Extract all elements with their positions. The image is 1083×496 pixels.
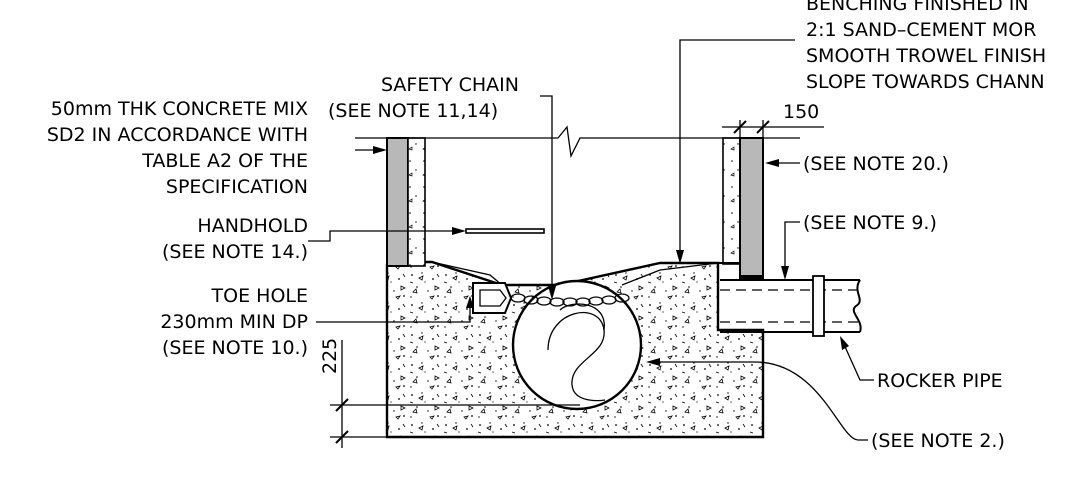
left-wall-rendered-layer [386,137,409,267]
channel-pipe [511,279,643,411]
benching-note-line-4: SLOPE TOWARDS CHANN [806,71,1045,93]
dimension-150: 150 [783,101,819,123]
note-9-label: (SEE NOTE 9.) [803,212,937,234]
concrete-note-line-1: 50mm THK CONCRETE MIX [51,98,308,120]
right-wall-rendered-layer [739,137,764,279]
rocker-pipe-label: ROCKER PIPE [877,370,1003,392]
benching-note-line-1: BENCHING FINISHED IN [806,0,1029,15]
handhold-label: HANDHOLD [197,215,308,237]
benching-note-line-3: SMOOTH TROWEL FINISH [806,45,1046,67]
concrete-note-line-3: TABLE A2 OF THE [141,150,308,172]
safety-chain-note: (SEE NOTE 11,14) [328,100,498,122]
handhold-note: (SEE NOTE 14.) [162,241,308,263]
concrete-note-line-2: SD2 IN ACCORDANCE WITH [47,124,308,146]
safety-chain [510,293,630,307]
toe-hole-depth: 230mm MIN DP [160,311,308,333]
concrete-note-line-4: SPECIFICATION [166,176,308,198]
toe-hole-note: (SEE NOTE 10.) [162,337,308,359]
benching-note-line-2: 2:1 SAND–CEMENT MOR [806,19,1036,41]
break-line [355,125,800,159]
note-2-label: (SEE NOTE 2.) [871,430,1005,452]
left-wall-concrete [407,137,426,267]
rocker-pipe [720,275,862,337]
toe-hole-label: TOE HOLE [211,285,308,307]
note-20-label: (SEE NOTE 20.) [803,153,949,175]
dimension-225: 225 [319,338,341,374]
handhold [465,228,545,234]
safety-chain-label: SAFETY CHAIN [381,74,519,96]
right-wall-concrete [722,137,741,265]
